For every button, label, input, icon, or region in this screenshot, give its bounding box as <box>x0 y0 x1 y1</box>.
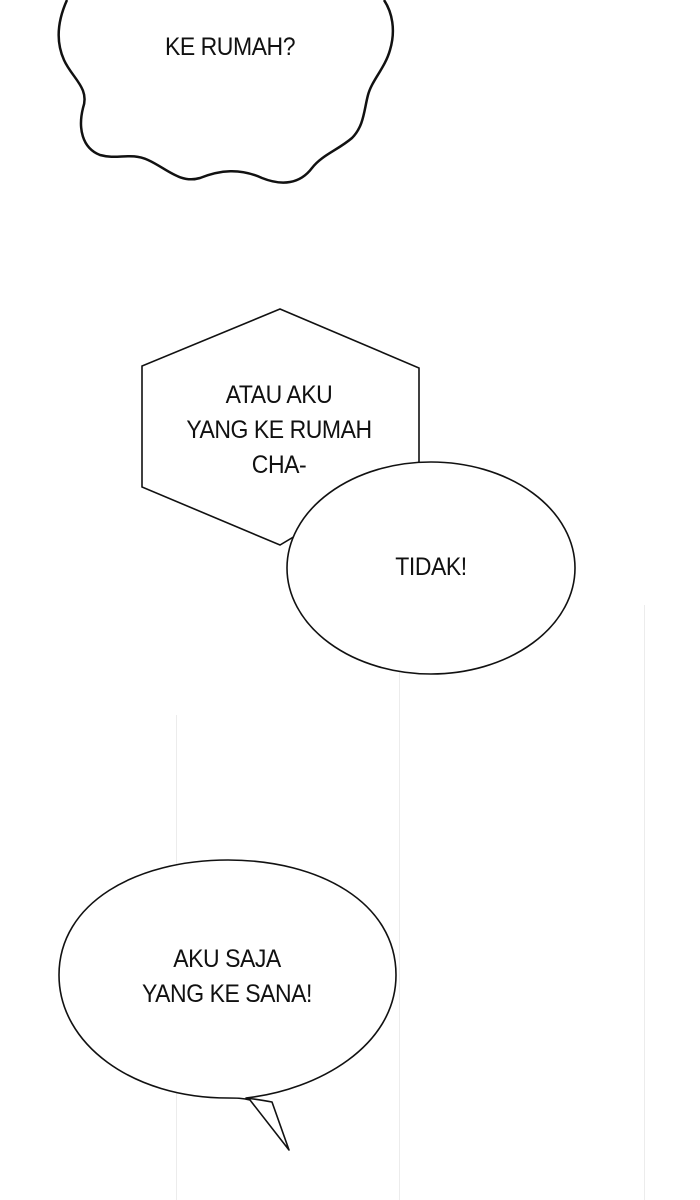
panel-line-right <box>644 605 645 1200</box>
bubble-1-text: KE RUMAH? <box>138 30 322 65</box>
bubble-2-line-2: YANG KE RUMAH <box>186 416 372 444</box>
bubble-1-line-1: KE RUMAH? <box>164 33 296 61</box>
bubble-2-line-3: CHA- <box>251 451 307 479</box>
bubble-2-text: ATAU AKU YANG KE RUMAH CHA- <box>173 378 385 483</box>
bubble-4-line-2: YANG KE SANA! <box>142 980 312 1008</box>
bubble-3-text: TIDAK! <box>376 550 486 585</box>
bubble-4-text: AKU SAJA YANG KE SANA! <box>126 942 328 1012</box>
bubble-4-line-1: AKU SAJA <box>173 945 281 973</box>
bubble-2-line-1: ATAU AKU <box>225 381 333 409</box>
oval-speech-bubble <box>286 461 576 675</box>
wavy-speech-bubble <box>57 0 395 184</box>
panel-line-middle <box>399 670 400 1200</box>
oval-speech-bubble-with-tail <box>58 859 397 1151</box>
bubble-3-line-1: TIDAK! <box>395 553 467 581</box>
